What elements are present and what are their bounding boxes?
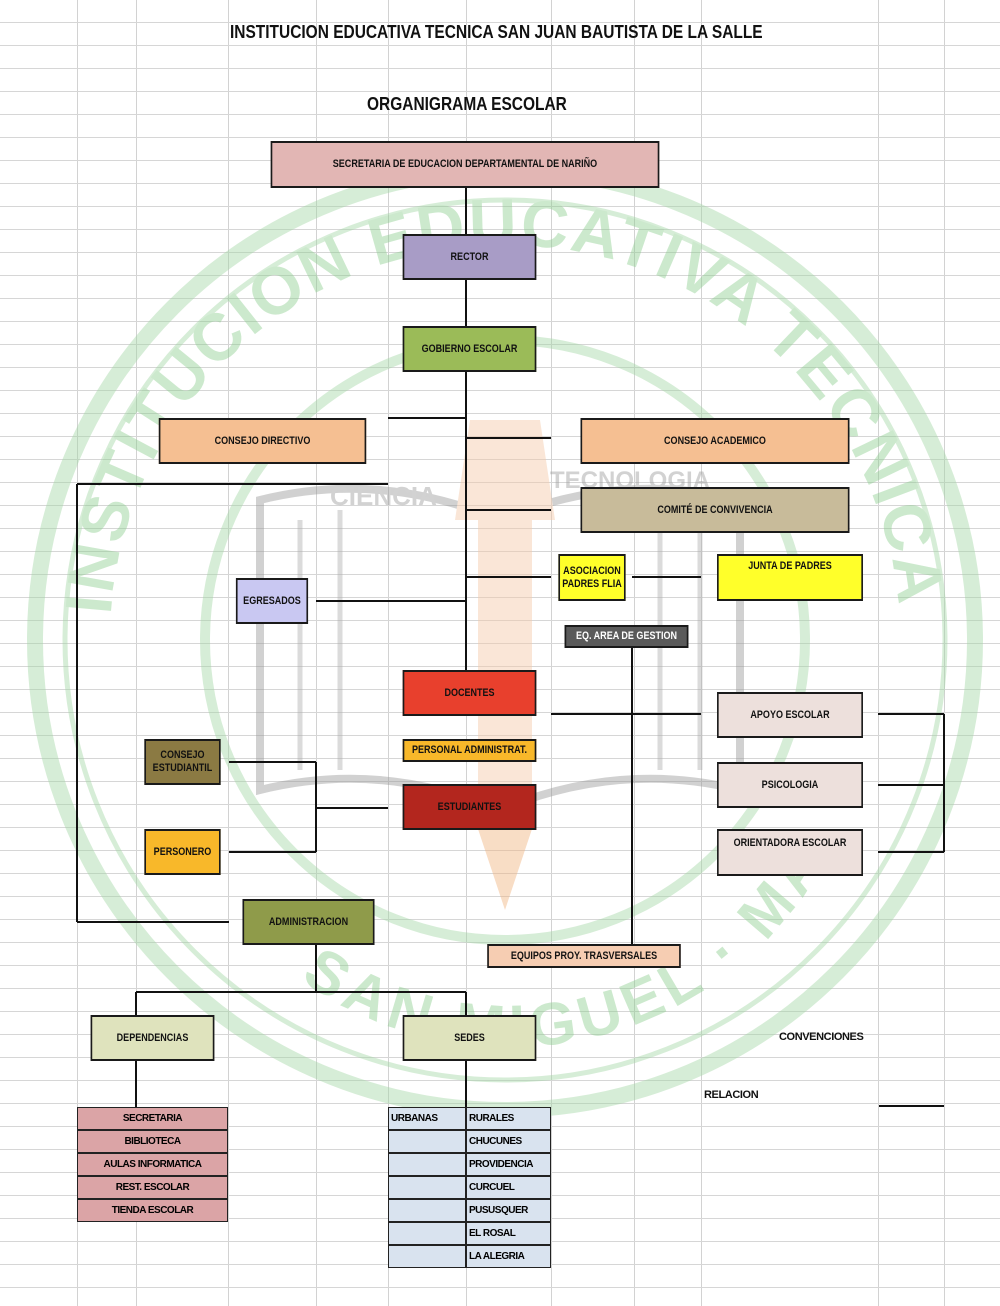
box-junta-padres: JUNTA DE PADRES: [717, 554, 863, 601]
box-apoyo-escolar: APOYO ESCOLAR: [717, 692, 863, 738]
box-personal-administrativo: PERSONAL ADMINISTRAT.: [402, 739, 537, 762]
table-cell: [388, 1176, 466, 1199]
list-item: SECRETARIA: [77, 1107, 228, 1130]
box-estudiantes: ESTUDIANTES: [402, 784, 537, 830]
box-equipos-proy: EQUIPOS PROY. TRASVERSALES: [487, 944, 681, 968]
list-item: BIBLIOTECA: [77, 1130, 228, 1153]
chart-subtitle: ORGANIGRAMA ESCOLAR: [367, 94, 567, 114]
table-cell: CURCUEL: [466, 1176, 551, 1199]
sedes-urbanas-header: URBANAS: [388, 1107, 466, 1130]
box-sedes: SEDES: [402, 1015, 537, 1061]
box-personero: PERSONERO: [144, 829, 221, 875]
table-cell: [388, 1222, 466, 1245]
table-cell: [388, 1245, 466, 1268]
box-comite-convivencia: COMITÉ DE CONVIVENCIA: [580, 487, 850, 533]
box-secretaria-educacion: SECRETARIA DE EDUCACION DEPARTAMENTAL DE…: [270, 141, 660, 188]
box-eq-area-gestion: EQ. AREA DE GESTION: [564, 625, 689, 648]
list-item: REST. ESCOLAR: [77, 1176, 228, 1199]
table-cell: RURALES: [466, 1107, 551, 1130]
table-cell: CHUCUNES: [466, 1130, 551, 1153]
box-psicologia: PSICOLOGIA: [717, 762, 863, 808]
box-gobierno-escolar: GOBIERNO ESCOLAR: [402, 326, 537, 372]
box-consejo-directivo: CONSEJO DIRECTIVO: [158, 418, 367, 464]
box-rector: RECTOR: [402, 234, 537, 280]
list-item: TIENDA ESCOLAR: [77, 1199, 228, 1222]
box-administracion: ADMINISTRACION: [242, 899, 375, 945]
institution-title: INSTITUCION EDUCATIVA TECNICA SAN JUAN B…: [230, 22, 763, 42]
box-orientadora-escolar: ORIENTADORA ESCOLAR: [717, 829, 863, 876]
table-cell: [388, 1153, 466, 1176]
table-cell: LA ALEGRIA: [466, 1245, 551, 1268]
list-item: AULAS INFORMATICA: [77, 1153, 228, 1176]
table-cell: PUSUSQUER: [466, 1199, 551, 1222]
box-dependencias: DEPENDENCIAS: [90, 1015, 215, 1061]
table-cell: PROVIDENCIA: [466, 1153, 551, 1176]
box-docentes: DOCENTES: [402, 670, 537, 716]
table-cell: EL ROSAL: [466, 1222, 551, 1245]
table-cell: [388, 1199, 466, 1222]
convenciones-label: CONVENCIONES: [779, 1031, 864, 1043]
box-consejo-academico: CONSEJO ACADEMICO: [580, 418, 850, 464]
relacion-label: RELACION: [704, 1089, 759, 1101]
box-egresados: EGRESADOS: [235, 578, 309, 624]
table-cell: [388, 1130, 466, 1153]
ciencia-watermark-text: CIENCIA: [330, 481, 437, 511]
